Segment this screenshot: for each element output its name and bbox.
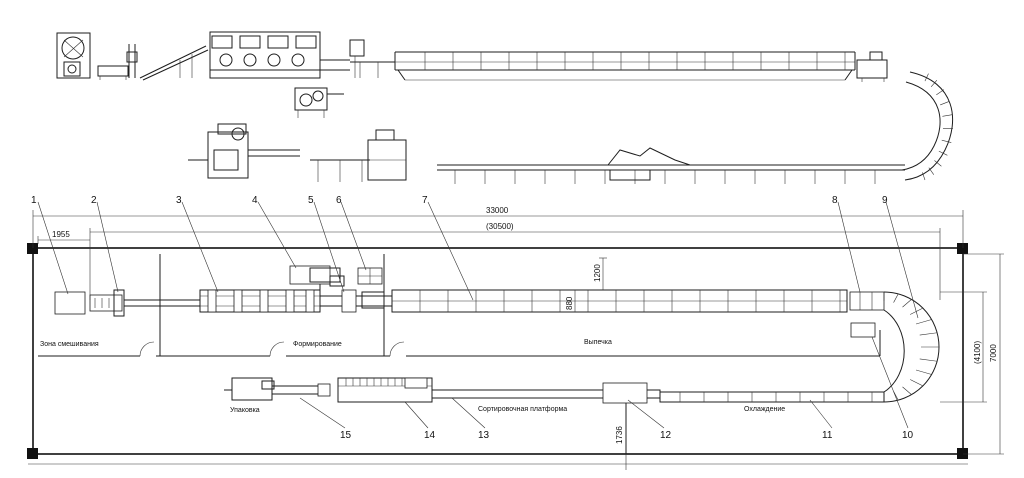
column-top-right — [957, 243, 968, 254]
curve-elevation-rib — [928, 167, 935, 175]
sorting-conveyor-elevation — [310, 129, 407, 182]
callout-13: 13 — [478, 430, 490, 441]
callout-6: 6 — [336, 195, 342, 206]
curve-elevation-rib — [940, 101, 950, 106]
dim-total-length: 33000 — [486, 206, 509, 215]
dim-belt-width: 1200 — [593, 264, 602, 282]
cooling-conveyor-elevation — [437, 147, 905, 184]
curve-plan-rib — [910, 379, 924, 387]
curve-plan-rib — [902, 386, 912, 395]
dim-oven-depth: 880 — [565, 296, 574, 310]
rotary-moulder-plan — [289, 265, 345, 292]
column-top-left — [27, 243, 38, 254]
dim-inner-width: (4100) — [973, 341, 982, 364]
packing-machine-plan — [224, 377, 331, 401]
curve-plan-rib — [919, 358, 938, 362]
curve-plan-rib — [915, 319, 932, 325]
curve-elevation-rib — [930, 80, 938, 87]
zone-label-sorting: Сортировочная платформа — [478, 406, 567, 413]
zone-label-mixing: Зона смешивания — [40, 341, 99, 348]
callout-leaders — [37, 201, 919, 429]
transfer-conveyor-elevation — [350, 61, 395, 78]
callout-8: 8 — [832, 195, 838, 206]
zone-label-cooling: Охлаждение — [744, 406, 785, 413]
outlet-unit-elevation — [856, 51, 888, 82]
forming-sub-unit-elevation — [294, 87, 344, 118]
inclined-conveyor-elevation — [139, 45, 209, 81]
curve-elevation-rib — [941, 139, 952, 143]
tunnel-oven-plan — [391, 289, 848, 313]
mixer-plan — [54, 291, 86, 315]
dim-bottom-offset: 1736 — [615, 426, 624, 444]
dimension-lines — [28, 210, 1004, 470]
curve-elevation-rib — [934, 160, 942, 167]
curve-elevation-rib — [938, 150, 948, 156]
packing-conveyor-plan — [337, 377, 433, 403]
dim-offset: 1955 — [52, 230, 70, 239]
feeder-elevation — [97, 44, 138, 80]
control-cabinet-plan — [850, 322, 876, 338]
curved-conveyor-elevation — [901, 71, 953, 181]
column-bottom-right — [957, 448, 968, 459]
curve-plan-rib — [902, 299, 912, 308]
building-outline — [32, 247, 964, 455]
callout-7: 7 — [422, 195, 428, 206]
curve-plan-rib — [893, 293, 899, 303]
curve-elevation-rib — [924, 73, 929, 82]
oven-outlet-plan — [849, 291, 885, 311]
callout-11: 11 — [822, 430, 833, 441]
callout-14: 14 — [424, 430, 436, 441]
curved-conveyor-plan — [883, 291, 940, 403]
zone-label-packing: Упаковка — [230, 407, 260, 414]
curve-elevation-rib — [936, 89, 945, 96]
forming-machine-elevation — [209, 31, 365, 79]
callout-4: 4 — [252, 195, 258, 206]
callout-9: 9 — [882, 195, 888, 206]
curve-plan-rib — [915, 369, 932, 375]
cooling-conveyor-plan — [659, 391, 885, 403]
column-bottom-left — [27, 448, 38, 459]
callout-12: 12 — [660, 430, 672, 441]
callout-5: 5 — [308, 195, 314, 206]
callout-10: 10 — [902, 430, 914, 441]
callout-15: 15 — [340, 430, 352, 441]
curve-elevation-rib — [922, 172, 926, 181]
tunnel-oven-elevation — [394, 51, 856, 81]
curve-plan-rib — [919, 332, 938, 336]
curve-elevation-rib — [942, 114, 953, 117]
transfer-plan — [320, 289, 392, 313]
packing-machine-elevation — [188, 123, 300, 179]
tray-unit-plan — [357, 267, 383, 285]
dim-inner-length: (30500) — [486, 222, 514, 231]
callout-2: 2 — [91, 195, 97, 206]
sorting-platform-plan — [431, 382, 661, 454]
callout-3: 3 — [176, 195, 182, 206]
plan-view: 1 2 3 4 5 6 7 8 9 10 11 12 13 14 15 3300… — [27, 195, 1004, 470]
curve-plan-rib — [910, 307, 924, 315]
dim-total-width: 7000 — [989, 344, 998, 362]
forming-line-plan — [199, 289, 321, 313]
mixer-elevation — [56, 32, 91, 79]
callout-1: 1 — [31, 195, 37, 206]
zone-label-forming: Формирование — [293, 341, 342, 348]
zone-label-baking: Выпечка — [584, 339, 612, 346]
feeder-plan — [89, 289, 125, 317]
elevation-view — [56, 31, 953, 184]
